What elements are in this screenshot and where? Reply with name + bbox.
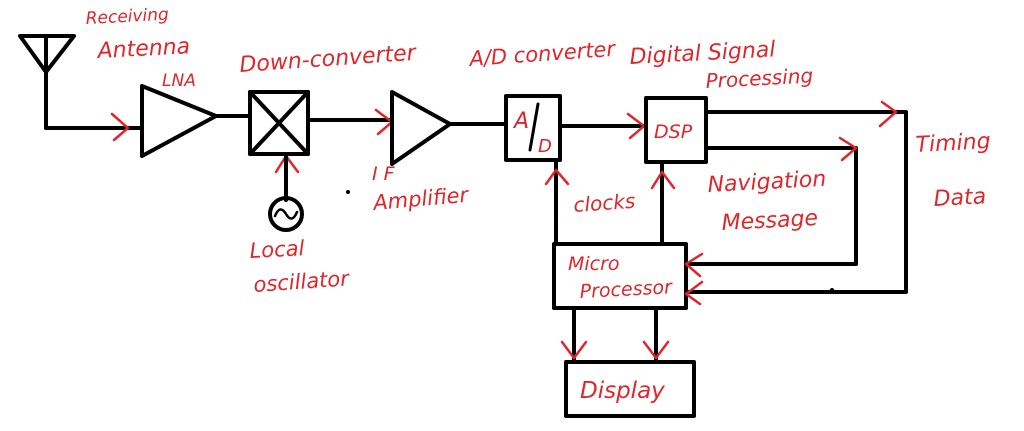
- dsp-block: DSP: [644, 96, 708, 164]
- label-receiving-antenna-1: Receiving: [85, 5, 169, 29]
- label-digital-signal: Digital Signal: [629, 37, 776, 70]
- label-navigation: Navigation: [707, 167, 827, 198]
- label-lna: LNA: [162, 71, 196, 91]
- arrow-timing-loop-right: [878, 100, 898, 128]
- arrow-nav-to-micro: [684, 252, 704, 278]
- microprocessor-block: Micro Processor: [552, 242, 688, 310]
- mixer-block: [248, 90, 310, 156]
- if-amplifier: [390, 90, 452, 166]
- label-timing: Timing: [915, 129, 991, 158]
- dsp-text: DSP: [654, 121, 693, 143]
- label-data: Data: [933, 184, 987, 212]
- arrow-micro-to-display-1: [560, 340, 588, 360]
- ad-converter-block: A D: [504, 94, 562, 162]
- arrow-nav-loop-right: [838, 136, 858, 162]
- label-local-oscillator-2: oscillator: [253, 266, 351, 297]
- label-down-converter: Down-converter: [239, 41, 419, 78]
- label-receiving-antenna-2: Antenna: [95, 34, 191, 64]
- display-text: Display: [580, 378, 665, 404]
- label-clocks: clocks: [573, 189, 636, 217]
- arrow-clock-to-ad: [544, 168, 570, 186]
- arrow-clock-to-dsp: [650, 170, 676, 190]
- arrow-timing-to-micro: [684, 280, 704, 306]
- label-if: I F: [372, 163, 396, 185]
- stray-dot-2: [830, 288, 834, 292]
- label-processing: Processing: [705, 63, 814, 93]
- oscillator-icon: [268, 196, 304, 232]
- display-block: Display: [564, 360, 696, 418]
- micro-text-2: Processor: [579, 276, 673, 303]
- ad-top-letter: A: [512, 109, 529, 134]
- micro-text-1: Micro: [568, 253, 620, 275]
- stray-dot: [346, 190, 350, 194]
- label-ad-converter: A/D converter: [467, 37, 617, 71]
- arrow-micro-to-display-2: [642, 340, 670, 360]
- lna-amplifier: [140, 84, 218, 158]
- label-local-oscillator-1: Local: [249, 236, 305, 263]
- label-message: Message: [721, 206, 819, 236]
- arrow-antenna-to-lna: [110, 112, 130, 142]
- antenna-icon: [18, 34, 142, 130]
- ad-bottom-letter: D: [538, 136, 552, 157]
- label-amplifier: Amplifier: [370, 183, 470, 215]
